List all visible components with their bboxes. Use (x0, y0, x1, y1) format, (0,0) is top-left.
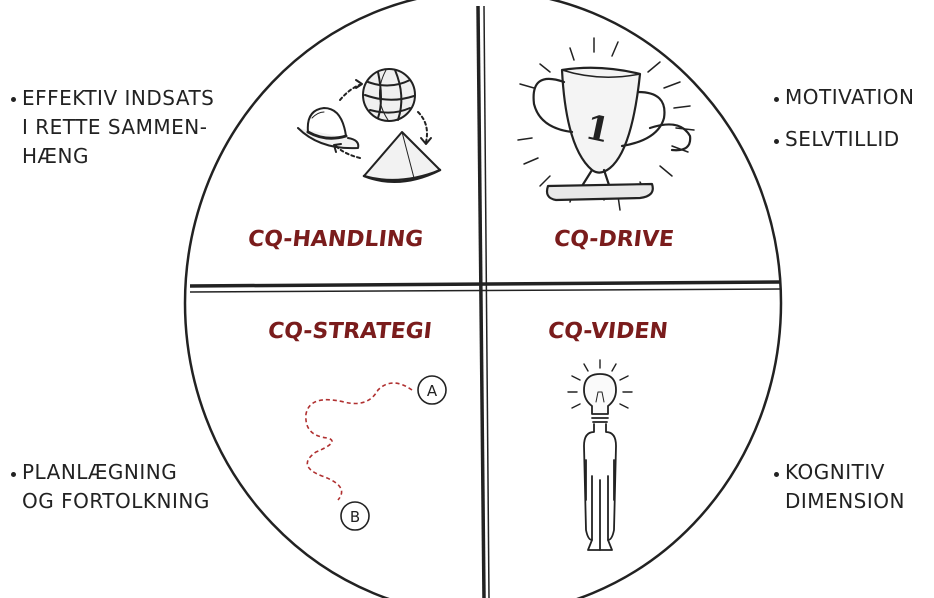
yarn-hat-icon (363, 69, 415, 121)
note-handling: EFFEKTIV INDSATS I RETTE SAMMEN- HÆNG (22, 84, 214, 171)
dashed-route (306, 383, 412, 500)
title-cq-viden: CQ-VIDEN (547, 319, 669, 344)
marker-a-label: A (427, 382, 438, 400)
note-bullet (774, 97, 779, 102)
vertical-divider (478, 6, 484, 598)
note-line: KOGNITIV (785, 458, 905, 487)
note-bullet (11, 97, 16, 102)
note-bullet (774, 139, 779, 144)
marker-b-icon: B (341, 502, 369, 530)
marker-a-icon: A (418, 376, 446, 404)
note-motivation: MOTIVATION (785, 83, 914, 112)
note-line: HÆNG (22, 142, 214, 171)
note-strategi: PLANLÆGNING OG FORTOLKNING (22, 458, 210, 516)
note-line: EFFEKTIV INDSATS (22, 84, 214, 113)
note-bullet (774, 472, 779, 477)
marker-b-label: B (350, 508, 360, 526)
note-line: PLANLÆGNING (22, 458, 210, 487)
horizontal-divider-shadow (190, 289, 780, 292)
note-bullet (11, 472, 16, 477)
route-icon: A B (306, 376, 446, 530)
title-cq-drive: CQ-DRIVE (553, 227, 675, 252)
trophy-icon: 1 (518, 38, 694, 210)
hats-icon (298, 69, 440, 182)
horizontal-divider (190, 282, 780, 286)
title-cq-handling: CQ-HANDLING (247, 227, 425, 252)
note-selvtillid: SELVTILLID (785, 125, 900, 154)
note-line: I RETTE SAMMEN- (22, 113, 214, 142)
lightbulb-person-icon (568, 360, 632, 550)
note-viden: KOGNITIV DIMENSION (785, 458, 905, 516)
bowler-hat-icon (298, 108, 358, 148)
note-line: DIMENSION (785, 487, 905, 516)
title-cq-strategi: CQ-STRATEGI (267, 319, 433, 344)
note-line: OG FORTOLKNING (22, 487, 210, 516)
